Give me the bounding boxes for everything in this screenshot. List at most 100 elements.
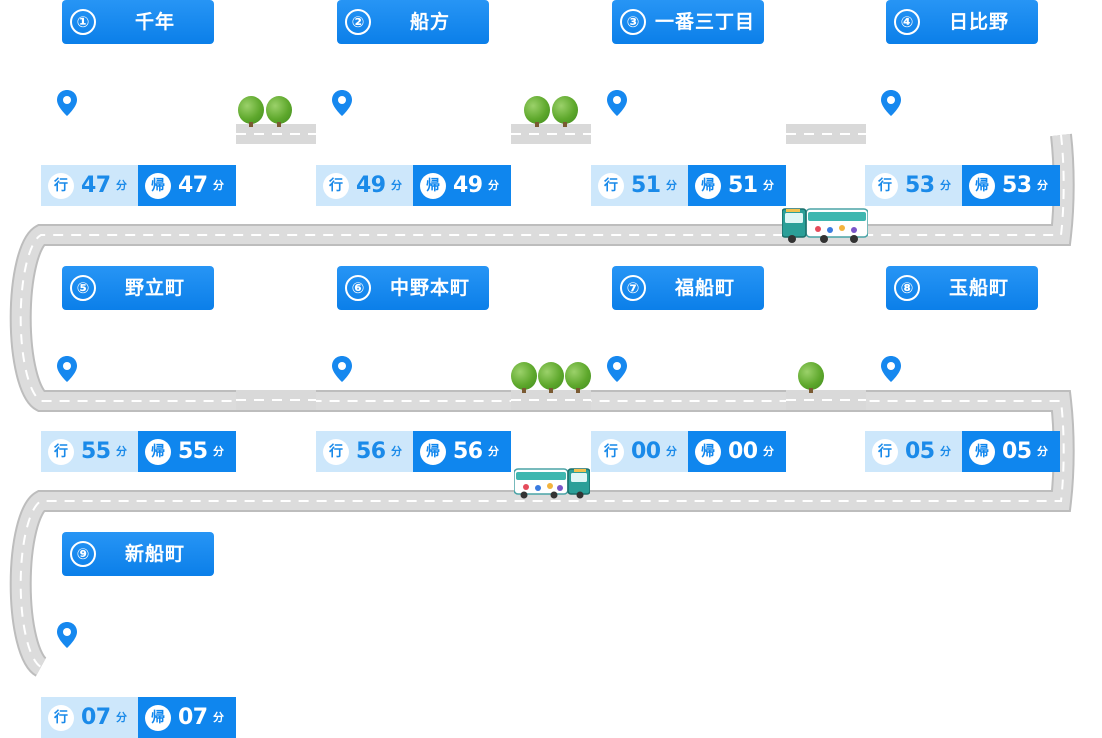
stop-name: 新船町 bbox=[124, 543, 185, 565]
outbound-badge: 行 bbox=[323, 173, 349, 199]
outbound-minutes: 47 bbox=[81, 173, 111, 198]
inbound-time: 帰 56 分 bbox=[413, 431, 511, 472]
outbound-minutes: 55 bbox=[81, 439, 111, 464]
stop-header[interactable]: ③ 一番三丁目 bbox=[612, 0, 764, 44]
inbound-badge: 帰 bbox=[969, 439, 995, 465]
inbound-minutes: 00 bbox=[728, 439, 758, 464]
inbound-time: 帰 05 分 bbox=[962, 431, 1060, 472]
road-segment bbox=[786, 124, 866, 144]
outbound-minutes: 07 bbox=[81, 705, 111, 730]
inbound-badge: 帰 bbox=[695, 439, 721, 465]
minute-unit: 分 bbox=[763, 445, 774, 458]
stop-number: ④ bbox=[894, 9, 920, 35]
bus-stop-7: ⑦ 福船町 行 00 分 帰 00 分 bbox=[591, 266, 791, 472]
stop-name: 玉船町 bbox=[948, 277, 1009, 299]
stop-number: ⑤ bbox=[70, 275, 96, 301]
stop-header[interactable]: ② 船方 bbox=[337, 0, 489, 44]
outbound-time: 行 47 分 bbox=[41, 165, 138, 206]
outbound-badge: 行 bbox=[48, 173, 74, 199]
outbound-badge: 行 bbox=[48, 705, 74, 731]
minute-unit: 分 bbox=[488, 179, 499, 192]
minute-unit: 分 bbox=[213, 179, 224, 192]
inbound-badge: 帰 bbox=[969, 173, 995, 199]
outbound-minutes: 05 bbox=[905, 439, 935, 464]
stop-header[interactable]: ① 千年 bbox=[62, 0, 214, 44]
stop-name: 一番三丁目 bbox=[654, 11, 755, 33]
bus-stop-2: ② 船方 行 49 分 帰 49 分 bbox=[316, 0, 516, 206]
outbound-time: 行 53 分 bbox=[865, 165, 962, 206]
map-pin-icon bbox=[607, 90, 627, 116]
inbound-time: 帰 55 分 bbox=[138, 431, 236, 472]
stop-name: 中野本町 bbox=[389, 277, 470, 299]
outbound-minutes: 00 bbox=[631, 439, 661, 464]
stop-number: ① bbox=[70, 9, 96, 35]
stop-times: 行 51 分 帰 51 分 bbox=[591, 165, 786, 206]
road-segment bbox=[511, 124, 591, 144]
inbound-badge: 帰 bbox=[420, 439, 446, 465]
outbound-badge: 行 bbox=[598, 173, 624, 199]
stop-header[interactable]: ⑦ 福船町 bbox=[612, 266, 764, 310]
inbound-time: 帰 07 分 bbox=[138, 697, 236, 738]
stop-number: ⑥ bbox=[345, 275, 371, 301]
inbound-minutes: 05 bbox=[1002, 439, 1032, 464]
inbound-minutes: 51 bbox=[728, 173, 758, 198]
inbound-time: 帰 00 分 bbox=[688, 431, 786, 472]
minute-unit: 分 bbox=[488, 445, 499, 458]
bus-icon bbox=[514, 468, 590, 499]
minute-unit: 分 bbox=[666, 179, 677, 192]
stop-header[interactable]: ④ 日比野 bbox=[886, 0, 1038, 44]
minute-unit: 分 bbox=[666, 445, 677, 458]
stop-name: 野立町 bbox=[124, 277, 185, 299]
inbound-time: 帰 53 分 bbox=[962, 165, 1060, 206]
stop-name: 船方 bbox=[409, 11, 450, 33]
minute-unit: 分 bbox=[763, 179, 774, 192]
stop-name: 千年 bbox=[134, 11, 175, 33]
outbound-time: 行 51 分 bbox=[591, 165, 688, 206]
stop-times: 行 55 分 帰 55 分 bbox=[41, 431, 236, 472]
map-pin-icon bbox=[332, 90, 352, 116]
minute-unit: 分 bbox=[940, 445, 951, 458]
bus-stop-6: ⑥ 中野本町 行 56 分 帰 56 分 bbox=[316, 266, 516, 472]
minute-unit: 分 bbox=[940, 179, 951, 192]
outbound-badge: 行 bbox=[872, 439, 898, 465]
inbound-minutes: 53 bbox=[1002, 173, 1032, 198]
inbound-minutes: 49 bbox=[453, 173, 483, 198]
inbound-badge: 帰 bbox=[420, 173, 446, 199]
minute-unit: 分 bbox=[213, 445, 224, 458]
minute-unit: 分 bbox=[116, 445, 127, 458]
minute-unit: 分 bbox=[391, 445, 402, 458]
road-segment bbox=[236, 390, 316, 410]
inbound-time: 帰 51 分 bbox=[688, 165, 786, 206]
stop-times: 行 56 分 帰 56 分 bbox=[316, 431, 511, 472]
inbound-minutes: 47 bbox=[178, 173, 208, 198]
stop-header[interactable]: ⑤ 野立町 bbox=[62, 266, 214, 310]
map-pin-icon bbox=[57, 622, 77, 648]
map-pin-icon bbox=[57, 356, 77, 382]
outbound-badge: 行 bbox=[323, 439, 349, 465]
bus-stop-3: ③ 一番三丁目 行 51 分 帰 51 分 bbox=[591, 0, 791, 206]
stop-times: 行 05 分 帰 05 分 bbox=[865, 431, 1060, 472]
stop-number: ⑨ bbox=[70, 541, 96, 567]
minute-unit: 分 bbox=[391, 179, 402, 192]
map-pin-icon bbox=[881, 90, 901, 116]
outbound-time: 行 05 分 bbox=[865, 431, 962, 472]
inbound-time: 帰 49 分 bbox=[413, 165, 511, 206]
outbound-time: 行 56 分 bbox=[316, 431, 413, 472]
inbound-time: 帰 47 分 bbox=[138, 165, 236, 206]
stop-number: ③ bbox=[620, 9, 646, 35]
map-pin-icon bbox=[57, 90, 77, 116]
stop-header[interactable]: ⑥ 中野本町 bbox=[337, 266, 489, 310]
inbound-badge: 帰 bbox=[145, 439, 171, 465]
minute-unit: 分 bbox=[1037, 445, 1048, 458]
inbound-badge: 帰 bbox=[145, 173, 171, 199]
bus-stop-9: ⑨ 新船町 行 07 分 帰 07 分 bbox=[41, 532, 241, 738]
stop-header[interactable]: ⑨ 新船町 bbox=[62, 532, 214, 576]
road-segment bbox=[786, 390, 866, 410]
inbound-minutes: 07 bbox=[178, 705, 208, 730]
map-pin-icon bbox=[881, 356, 901, 382]
stop-header[interactable]: ⑧ 玉船町 bbox=[886, 266, 1038, 310]
inbound-badge: 帰 bbox=[145, 705, 171, 731]
bus-stop-4: ④ 日比野 行 53 分 帰 53 分 bbox=[865, 0, 1065, 206]
minute-unit: 分 bbox=[213, 711, 224, 724]
